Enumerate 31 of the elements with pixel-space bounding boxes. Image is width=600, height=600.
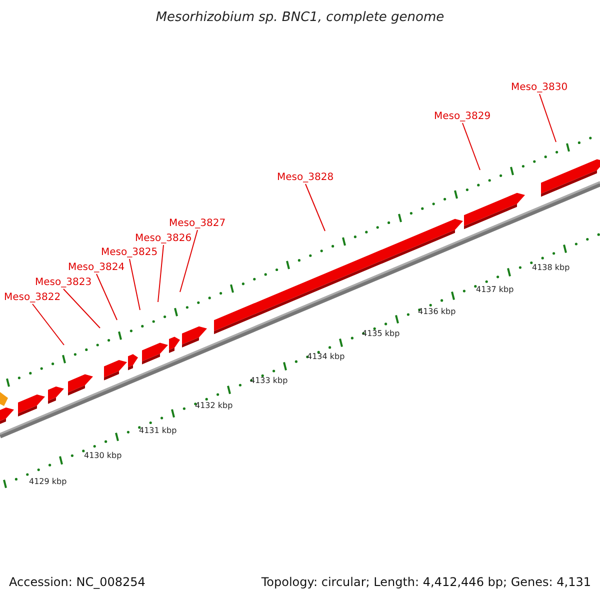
leader-line [305, 184, 326, 232]
leader-line [63, 288, 100, 328]
leader-line [180, 230, 198, 292]
gene-label: Meso_3823 [35, 278, 92, 288]
accession-text: Accession: NC_008254 [9, 576, 146, 588]
scale-label: 4130 kbp [84, 452, 122, 460]
leader-line [539, 94, 556, 142]
gene-label: Meso_3825 [101, 248, 158, 258]
gene-label: Meso_3829 [434, 112, 491, 122]
leader-line [32, 304, 64, 346]
scale-label: 4133 kbp [250, 377, 288, 385]
scale-label: 4134 kbp [307, 353, 345, 361]
genome-summary-text: Topology: circular; Length: 4,412,446 bp; Genes: 4,131 [261, 576, 591, 588]
scale-label: 4132 kbp [195, 402, 233, 410]
scale-label: 4135 kbp [362, 330, 400, 338]
gene-label: Meso_3824 [68, 263, 125, 273]
gene-label: Meso_3822 [4, 293, 61, 303]
leader-line [158, 244, 164, 302]
leader-line [129, 258, 140, 310]
scale-label: 4131 kbp [139, 427, 177, 435]
leader-line [462, 122, 480, 170]
map-title: Mesorhizobium sp. BNC1, complete genome [154, 11, 446, 24]
scale-label: 4136 kbp [418, 308, 456, 316]
gene-label: Meso_3826 [135, 234, 192, 244]
gene-label: Meso_3830 [511, 83, 568, 93]
gene-label: Meso_3828 [277, 173, 334, 183]
gene-label: Meso_3827 [169, 219, 226, 229]
scale-label: 4137 kbp [476, 286, 514, 294]
leader-line [96, 274, 118, 320]
scale-label: 4138 kbp [532, 264, 570, 272]
scale-label: 4129 kbp [29, 478, 67, 486]
